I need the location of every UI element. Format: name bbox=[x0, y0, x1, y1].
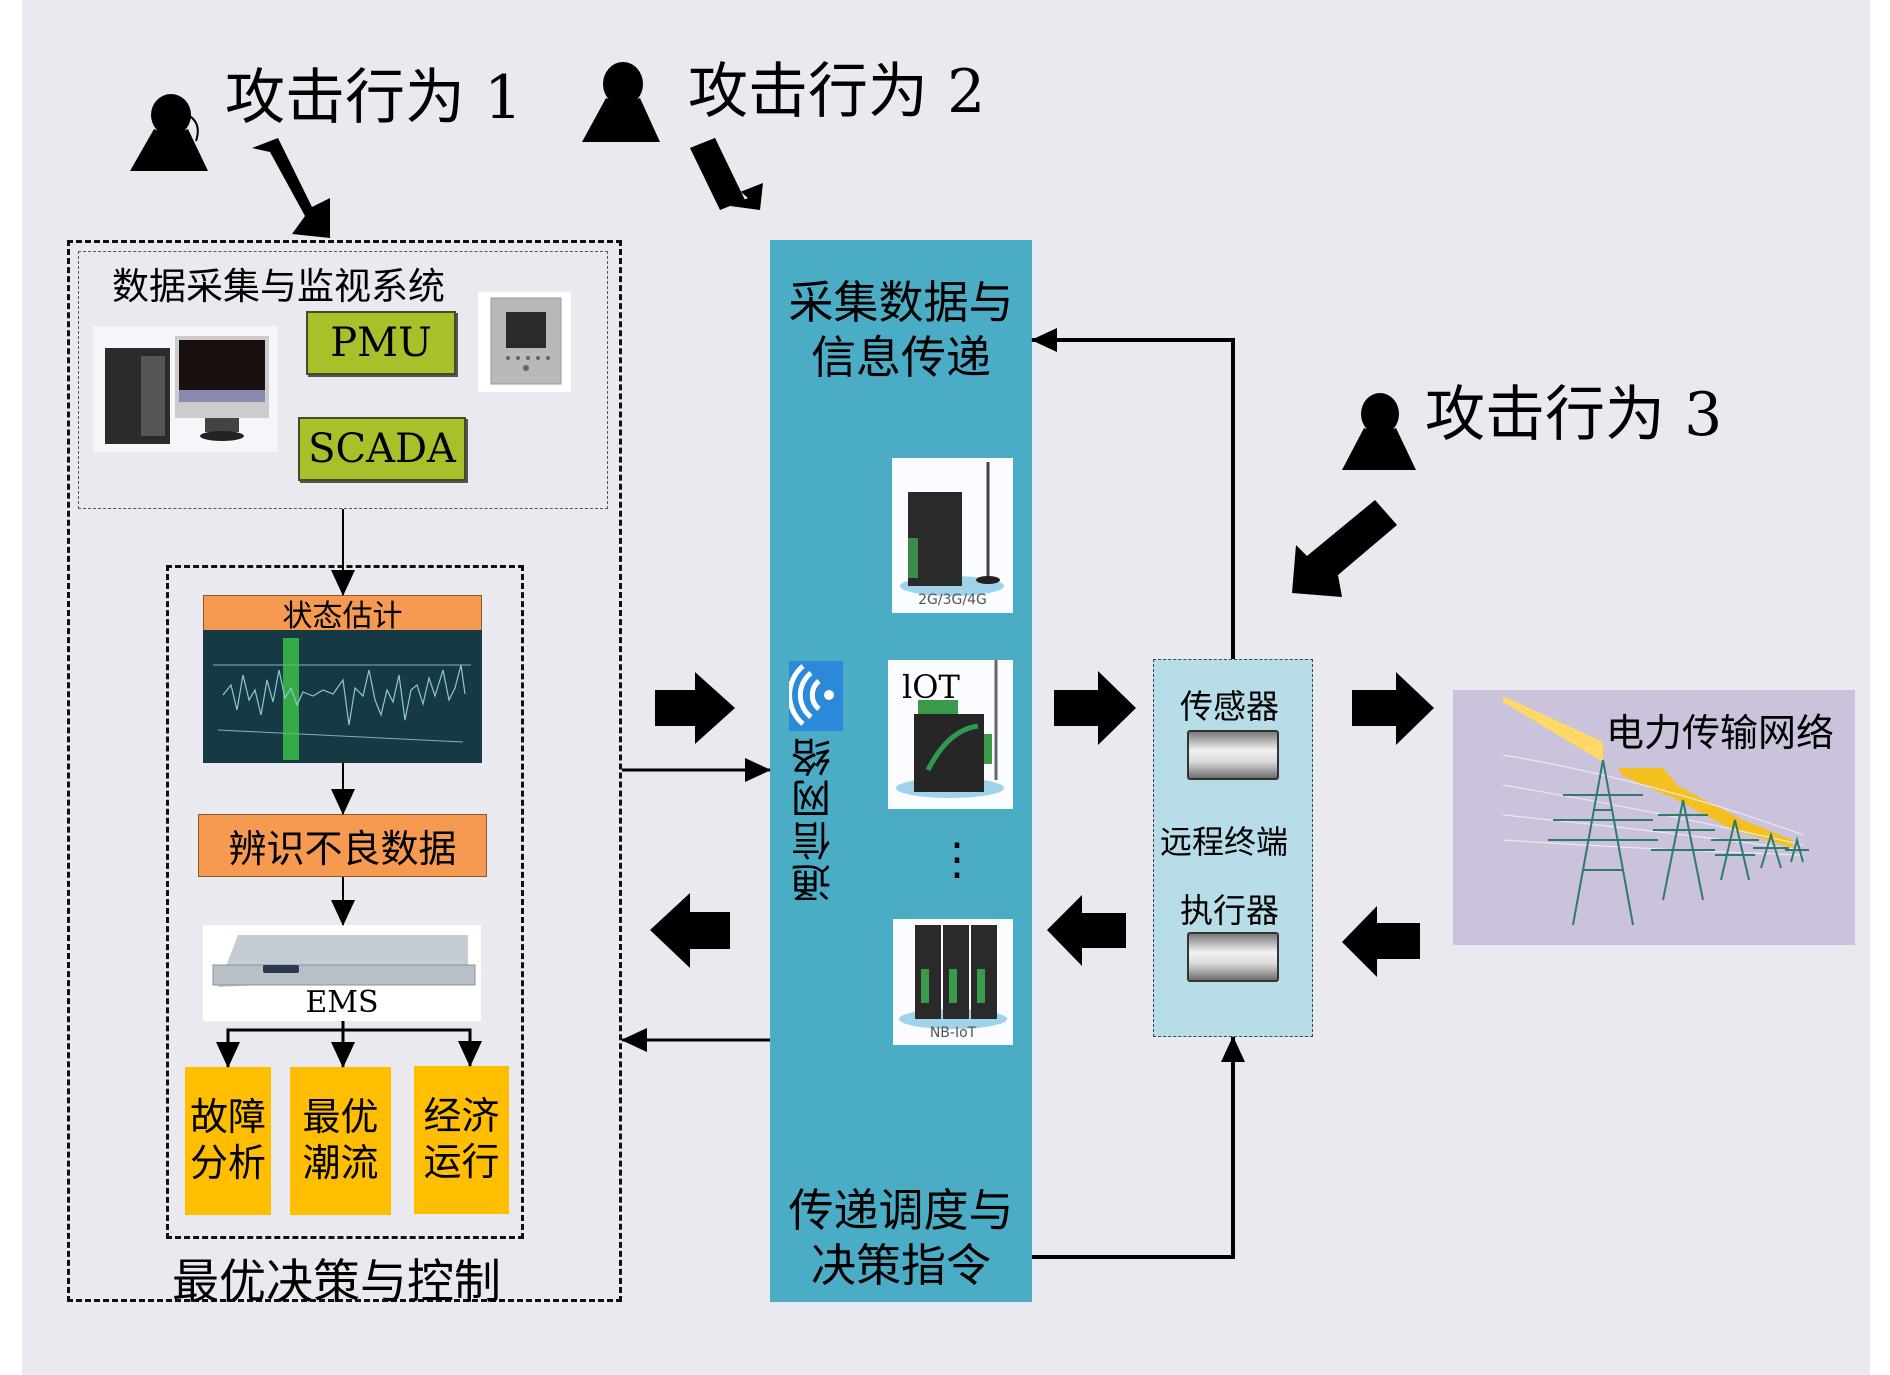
ems-branch-arrows bbox=[216, 1021, 482, 1068]
attack-2-arrow bbox=[690, 138, 763, 210]
attack-3-label: 攻击行为 3 bbox=[1425, 380, 1723, 450]
nbiot-device-caption: NB-IoT bbox=[929, 1025, 977, 1041]
collect-transmit-label: 采集数据与 信息传递 bbox=[770, 276, 1032, 386]
sensor-label: 传感器 bbox=[1180, 687, 1279, 726]
attack-2-label: 攻击行为 2 bbox=[688, 57, 986, 127]
dispatch-command-label: 传递调度与 决策指令 bbox=[770, 1184, 1032, 1294]
pmu-box: PMU bbox=[306, 311, 456, 375]
fault-analysis-line1: 故障 bbox=[189, 1095, 266, 1140]
control-center-boundary bbox=[67, 240, 622, 1302]
scada-group bbox=[78, 251, 608, 509]
bad-data-box: 辨识不良数据 bbox=[198, 814, 487, 877]
block-arrow-left-3 bbox=[1342, 906, 1420, 977]
decision-control-label: 最优决策与控制 bbox=[172, 1255, 501, 1310]
power-network-label: 电力传输网络 bbox=[1606, 711, 1835, 755]
cellular-device-card: 2G/3G/4G bbox=[892, 458, 1013, 613]
optimal-power-flow-line2: 潮流 bbox=[302, 1141, 379, 1185]
state-estimation-label: 状态估计 bbox=[282, 599, 403, 634]
fault-analysis-box: 故障分析 bbox=[185, 1067, 271, 1215]
block-arrow-right-3 bbox=[1352, 672, 1434, 745]
network-to-rtu-arrow bbox=[1032, 1036, 1245, 1259]
iot-device-caption: lOT bbox=[902, 668, 960, 706]
dispatch-command-line1: 传递调度与 bbox=[788, 1184, 1014, 1237]
sensor-component-icon bbox=[1187, 730, 1279, 780]
attack-1-label: 攻击行为 1 bbox=[225, 63, 523, 133]
scada-title: 数据采集与监视系统 bbox=[112, 265, 445, 308]
actuator-component-icon bbox=[1187, 932, 1279, 982]
nbiot-device-card: NB-IoT bbox=[893, 919, 1013, 1045]
economic-operation-line1: 经济 bbox=[423, 1094, 500, 1139]
economic-operation-box: 经济运行 bbox=[414, 1066, 509, 1214]
computer-image bbox=[93, 326, 278, 452]
block-arrow-left-2 bbox=[1047, 895, 1126, 966]
rtu-to-network-arrow bbox=[1031, 328, 1235, 659]
collect-transmit-line2: 信息传递 bbox=[810, 330, 991, 384]
decision-group bbox=[166, 565, 524, 1239]
economic-operation-line2: 运行 bbox=[423, 1140, 500, 1184]
state-estimation-image bbox=[203, 630, 482, 763]
bad-data-label: 辨识不良数据 bbox=[228, 827, 457, 871]
attack-1-arrow bbox=[252, 138, 330, 238]
attacker-2-icon bbox=[582, 62, 660, 142]
block-arrow-left-1 bbox=[650, 893, 730, 968]
pmu-label: PMU bbox=[330, 320, 432, 366]
ems-server-box: EMS bbox=[203, 925, 481, 1021]
scada-label: SCADA bbox=[308, 426, 456, 472]
power-transmission-network-image bbox=[1453, 690, 1855, 945]
remote-terminal-label: 远程终端 bbox=[1160, 823, 1289, 861]
optimal-power-flow-box: 最优潮流 bbox=[290, 1067, 391, 1215]
more-devices-ellipsis: ⋮ bbox=[935, 834, 979, 885]
optimal-power-flow-line1: 最优 bbox=[302, 1095, 379, 1140]
wifi-icon bbox=[787, 661, 843, 731]
collect-transmit-line1: 采集数据与 bbox=[788, 276, 1014, 329]
cellular-device-caption: 2G/3G/4G bbox=[918, 592, 987, 608]
attack-3-arrow bbox=[1292, 500, 1397, 597]
attacker-1-icon bbox=[130, 94, 208, 171]
dispatch-command-line2: 决策指令 bbox=[810, 1238, 991, 1292]
ems-label: EMS bbox=[305, 985, 379, 1020]
iot-device-card: lOT bbox=[888, 660, 1013, 809]
actuator-label: 执行器 bbox=[1180, 891, 1279, 930]
scada-box: SCADA bbox=[298, 417, 466, 481]
pmu-device-image bbox=[478, 292, 571, 392]
attacker-3-icon bbox=[1342, 393, 1416, 470]
block-arrow-right-1 bbox=[655, 672, 735, 744]
fault-analysis-line2: 分析 bbox=[189, 1141, 266, 1185]
block-arrow-right-2 bbox=[1054, 671, 1136, 745]
